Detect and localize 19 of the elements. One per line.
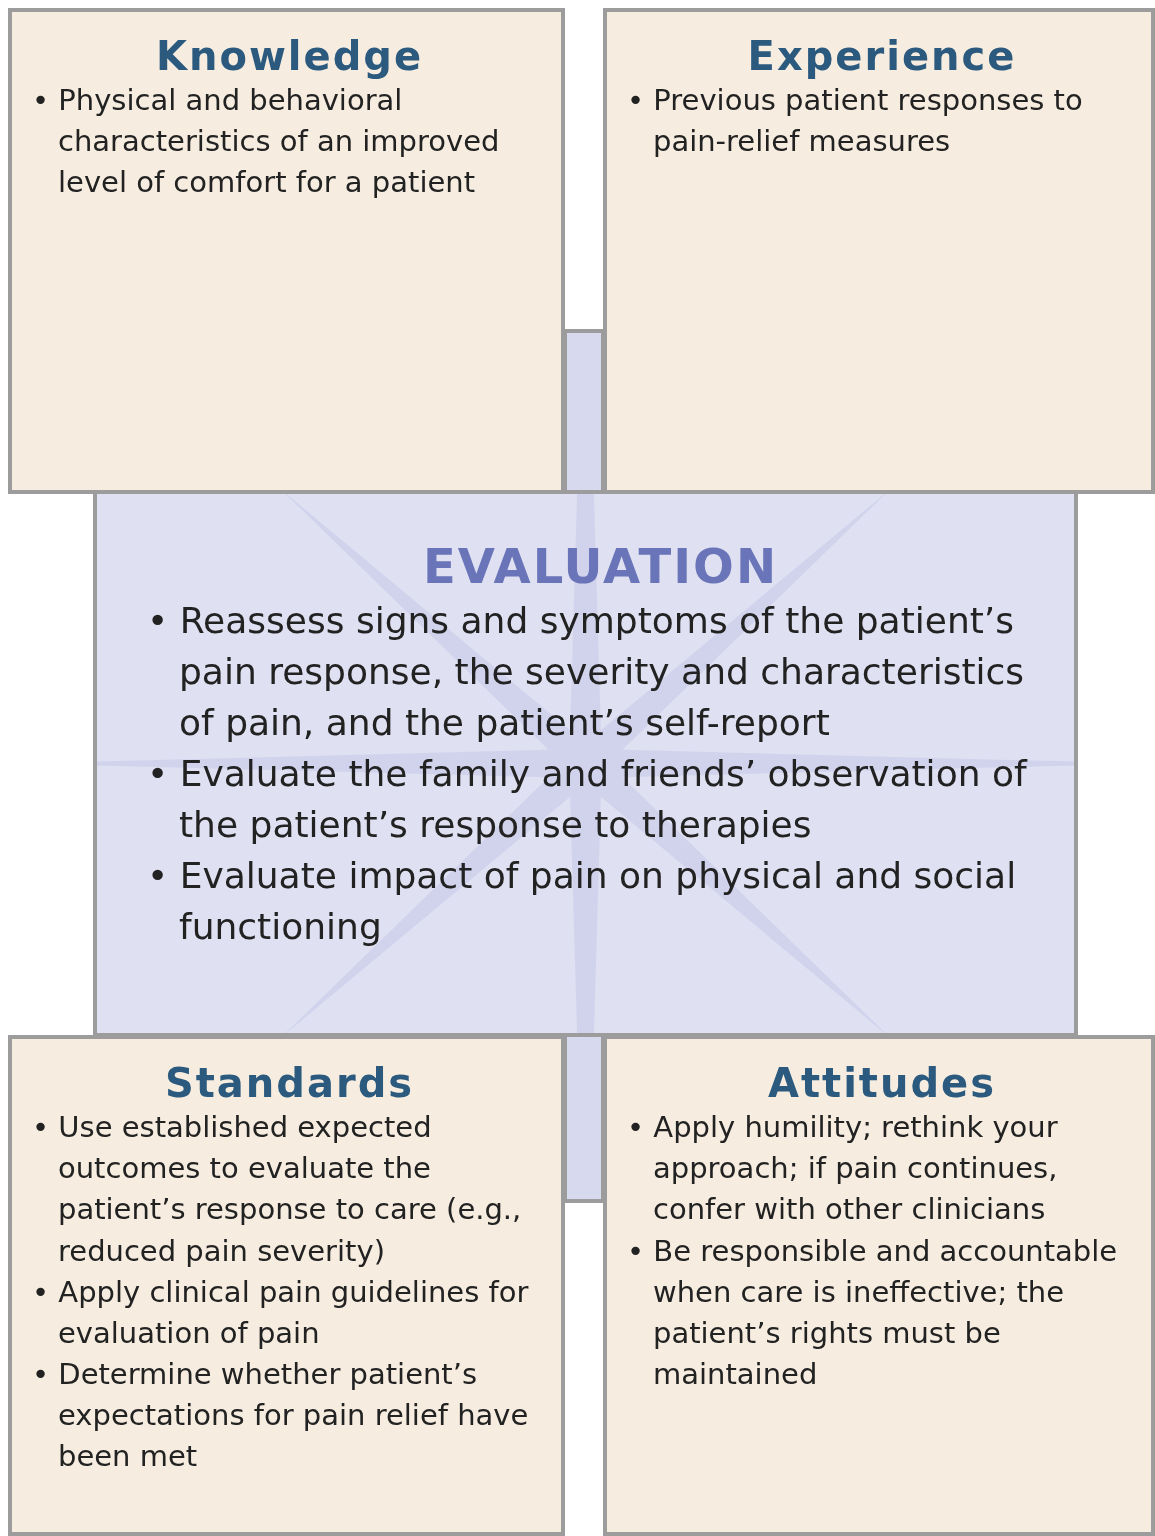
box-heading: Knowledge [154,34,425,78]
info-box [603,1035,1155,1536]
info-box [8,8,565,494]
bullet-item: • Evaluate impact of pain on physical and social functioning [147,854,1018,950]
box-heading: Attitudes [766,1061,998,1105]
box-heading: Experience [746,34,1018,78]
bullet-item: • Previous patient responses to pain-relief measures [627,82,1084,161]
info-box [603,8,1155,494]
box-heading: EVALUATION [421,540,780,593]
bullet-item: • Apply humility; rethink your approach; if pain continues, confer with other clinicians [627,1109,1059,1229]
bullet-item: • Use established expected outcomes to evaluate the patient’s response to care (e.g., reduced pain severity) [32,1109,523,1270]
bullet-item: • Reassess signs and symptoms of the patient’s pain response, the severity and characteristics of pain, and the patient’s self-report [147,598,1026,745]
info-box [8,1035,565,1536]
bullet-item: • Determine whether patient’s expectations for pain relief have been met [32,1356,530,1476]
bullet-item: • Evaluate the family and friends’ observation of the patient’s response to therapies [147,752,1029,848]
bullet-item: • Apply clinical pain guidelines for evaluation of pain [32,1273,530,1352]
bullet-item: • Physical and behavioral characteristics of an improved level of comfort for a patient [32,82,501,202]
bullet-item: • Be responsible and accountable when care is ineffective; the patient’s rights must be maintained [627,1232,1119,1394]
box-heading: Standards [163,1061,416,1105]
